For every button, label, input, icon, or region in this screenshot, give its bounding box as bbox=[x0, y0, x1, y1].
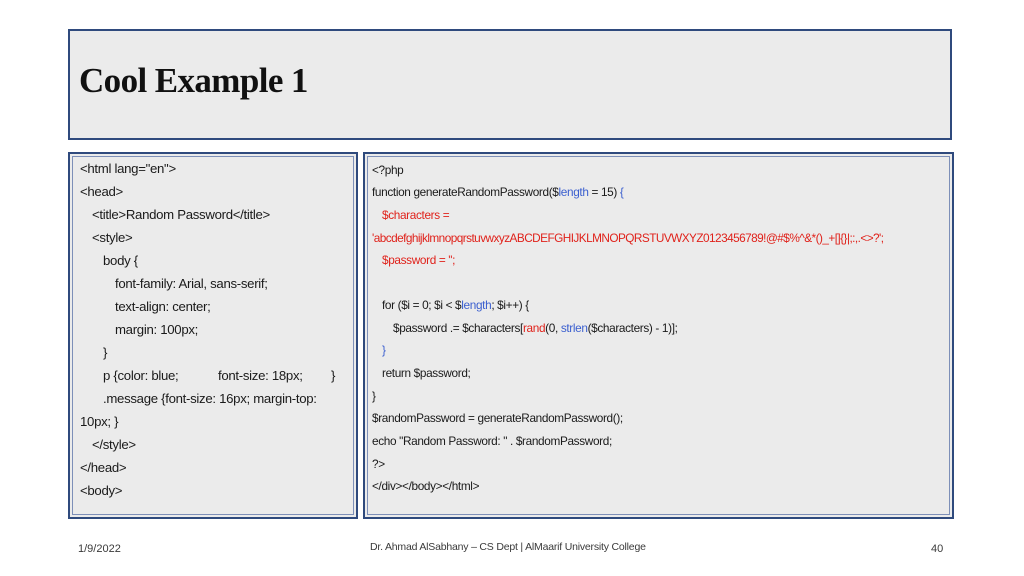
title-box: Cool Example 1 bbox=[68, 29, 952, 140]
code-token: strlen bbox=[560, 321, 588, 335]
code-token: $password .= $characters[ bbox=[393, 321, 523, 335]
code-line: } bbox=[331, 368, 336, 383]
php-code-panel: <?php function generateRandomPassword($l… bbox=[363, 152, 954, 519]
page-number: 40 bbox=[931, 543, 944, 555]
code-token: ($characters) - 1)]; bbox=[587, 321, 678, 335]
code-line: font-family: Arial, sans-serif; bbox=[115, 276, 268, 291]
code-line: } bbox=[103, 345, 108, 360]
code-line: <style> bbox=[92, 230, 133, 245]
code-line: margin: 100px; bbox=[115, 322, 199, 337]
code-token: (0, bbox=[545, 321, 561, 335]
code-line: <body> bbox=[80, 483, 123, 498]
code-line: 10px; } bbox=[80, 414, 119, 429]
code-line: <?php bbox=[372, 163, 404, 177]
footer-date: 1/9/2022 bbox=[78, 543, 121, 555]
html-code-panel: <html lang="en"> <head> <title>Random Pa… bbox=[68, 152, 358, 519]
code-line: <html lang="en"> bbox=[80, 161, 176, 176]
code-line: <title>Random Password</title> bbox=[92, 207, 270, 222]
code-line: p {color: blue; bbox=[103, 368, 179, 383]
code-line: body { bbox=[103, 253, 138, 268]
code-line: text-align: center; bbox=[115, 299, 211, 314]
code-token: rand bbox=[522, 321, 546, 335]
code-token: { bbox=[619, 185, 624, 199]
slide-title: Cool Example 1 bbox=[79, 61, 308, 100]
code-line: 'abcdefghijklmnopqrstuvwxyzABCDEFGHIJKLM… bbox=[372, 231, 884, 245]
code-line: $password = ''; bbox=[382, 253, 456, 267]
code-line: return $password; bbox=[382, 366, 471, 380]
code-token: function generateRandomPassword($ bbox=[372, 185, 559, 199]
code-line: $password .= $characters[rand(0, strlen(… bbox=[393, 321, 678, 335]
code-line: } bbox=[372, 389, 376, 403]
code-line: ?> bbox=[372, 457, 385, 471]
code-line: </style> bbox=[92, 437, 136, 452]
code-line: font-size: 18px; bbox=[218, 368, 303, 383]
code-line: $randomPassword = generateRandomPassword… bbox=[372, 411, 623, 425]
code-token: length bbox=[461, 298, 492, 312]
code-line: $characters = bbox=[382, 208, 450, 222]
code-line: for ($i = 0; $i < $length; $i++) { bbox=[382, 298, 529, 312]
code-line: echo "Random Password: " . $randomPasswo… bbox=[372, 434, 612, 448]
code-line: <head> bbox=[80, 184, 123, 199]
code-line: } bbox=[382, 343, 386, 357]
code-token: length bbox=[558, 185, 589, 199]
code-line: </div></body></html> bbox=[372, 479, 480, 493]
code-token: ; $i++) { bbox=[491, 298, 529, 312]
code-token: for ($i = 0; $i < $ bbox=[382, 298, 462, 312]
code-token: = 15) bbox=[588, 185, 620, 199]
code-line: </head> bbox=[80, 460, 127, 475]
code-line: .message {font-size: 16px; margin-top: bbox=[103, 391, 317, 406]
footer-credit: Dr. Ahmad AlSabhany – CS Dept | AlMaarif… bbox=[370, 541, 646, 553]
code-line: function generateRandomPassword($length … bbox=[372, 185, 624, 199]
